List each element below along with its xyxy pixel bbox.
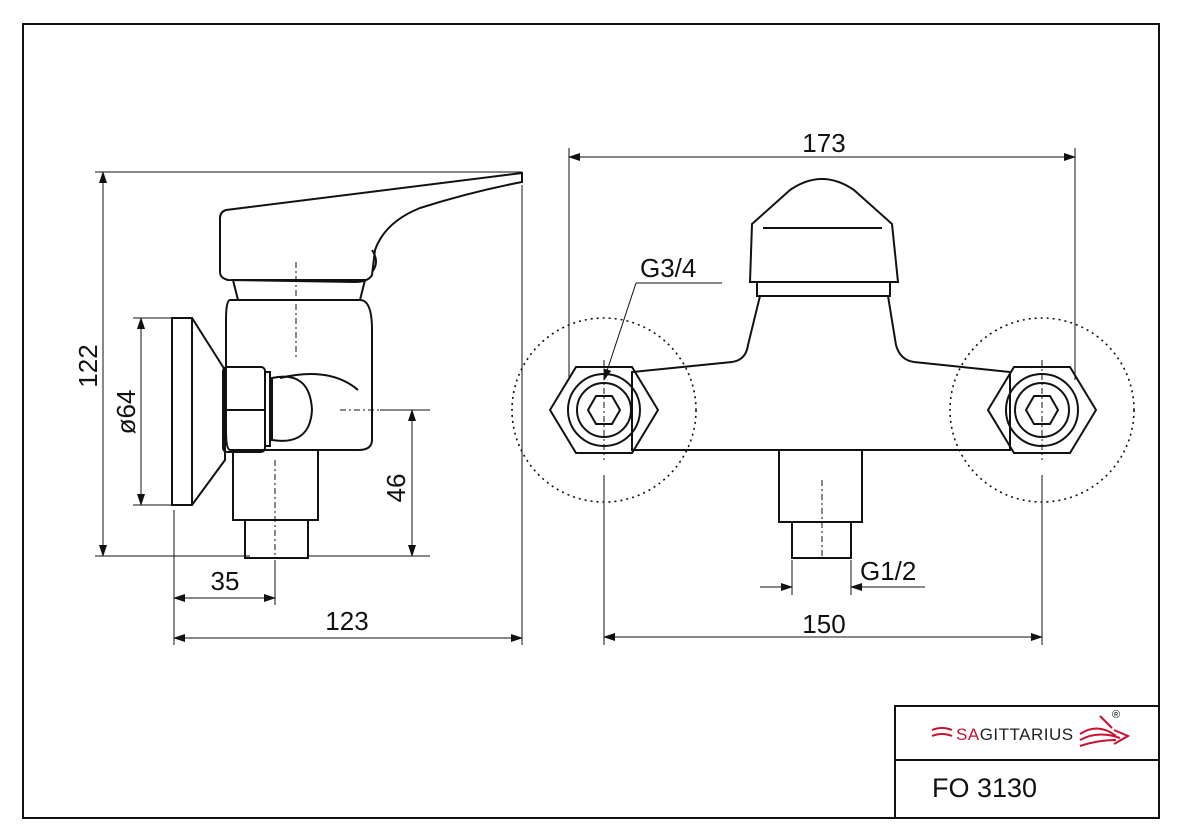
dim-outlet-height: 46: [381, 474, 411, 503]
left-hex-nut: [548, 366, 660, 454]
front-handle: [748, 178, 900, 283]
right-eccentric-circle: [949, 317, 1135, 503]
dim-flange-diameter: ø64: [111, 390, 141, 435]
dim-inlet-thread: G3/4: [640, 253, 696, 283]
dim-width-total: 173: [802, 128, 845, 158]
lever-handle: [219, 171, 523, 284]
dim-height-total: 122: [73, 344, 103, 387]
side-dimensions: 122 ø64 46 35 123: [73, 171, 523, 645]
front-dimensions: 173 G3/4 G1/2 150: [568, 128, 1076, 645]
dim-inlet-spacing: 150: [802, 609, 845, 639]
title-block: SAGITTARIUS ® FO 3130: [894, 705, 1160, 819]
brand-prefix: SA: [956, 725, 980, 744]
front-view: [511, 178, 1135, 559]
wall-flange: [171, 317, 226, 506]
front-body: [631, 295, 1011, 451]
arrow-emblem-icon: [1079, 715, 1131, 747]
side-view: [171, 171, 523, 559]
front-outlet: [778, 449, 863, 523]
brand-rest: GITTARIUS: [980, 725, 1074, 744]
model-number: FO 3130: [932, 773, 1037, 803]
dim-depth-total: 123: [325, 606, 368, 636]
side-body: [225, 299, 373, 451]
svg-text:SAGITTARIUS: SAGITTARIUS: [956, 725, 1074, 744]
drawing-frame: [22, 23, 1160, 819]
dim-outlet-offset: 35: [211, 566, 240, 596]
dim-outlet-thread: G1/2: [860, 556, 916, 586]
registered-mark: ®: [1112, 709, 1120, 721]
brand-logo: SAGITTARIUS ®: [931, 709, 1131, 747]
left-eccentric-circle: [511, 317, 697, 503]
right-hex-nut: [986, 366, 1098, 454]
